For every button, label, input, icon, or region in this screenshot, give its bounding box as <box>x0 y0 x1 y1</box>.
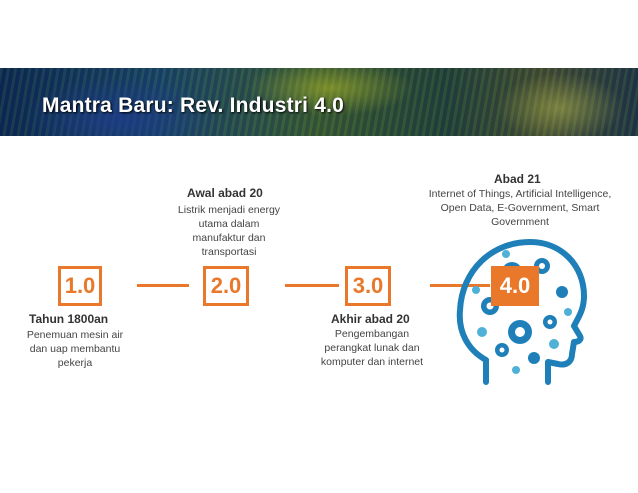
stage-4-description: Internet of Things, Artificial Intellige… <box>428 188 612 228</box>
connector-3-4 <box>430 284 490 287</box>
stage-3-box: 3.0 <box>345 266 391 306</box>
stage-2-title: Awal abad 20 <box>187 186 263 200</box>
stage-4-title: Abad 21 <box>494 172 541 186</box>
stage-3-title: Akhir abad 20 <box>331 312 410 326</box>
stage-2-description: Listrik menjadi energy utama dalam manuf… <box>177 204 281 258</box>
stage-3-description: Pengembangan perangkat lunak dan kompute… <box>320 328 424 368</box>
connector-2-3 <box>285 284 339 287</box>
stage-1-title: Tahun 1800an <box>29 312 109 326</box>
header-banner <box>0 68 638 136</box>
stage-1-box: 1.0 <box>58 266 102 306</box>
stage-1-description: Penemuan mesin air dan uap membantu peke… <box>26 329 124 369</box>
slide-title: Mantra Baru: Rev. Industri 4.0 <box>42 94 345 117</box>
connector-1-2 <box>137 284 189 287</box>
stage-4-box: 4.0 <box>491 266 539 306</box>
head-gears-icon <box>456 239 587 385</box>
stage-2-box: 2.0 <box>203 266 249 306</box>
